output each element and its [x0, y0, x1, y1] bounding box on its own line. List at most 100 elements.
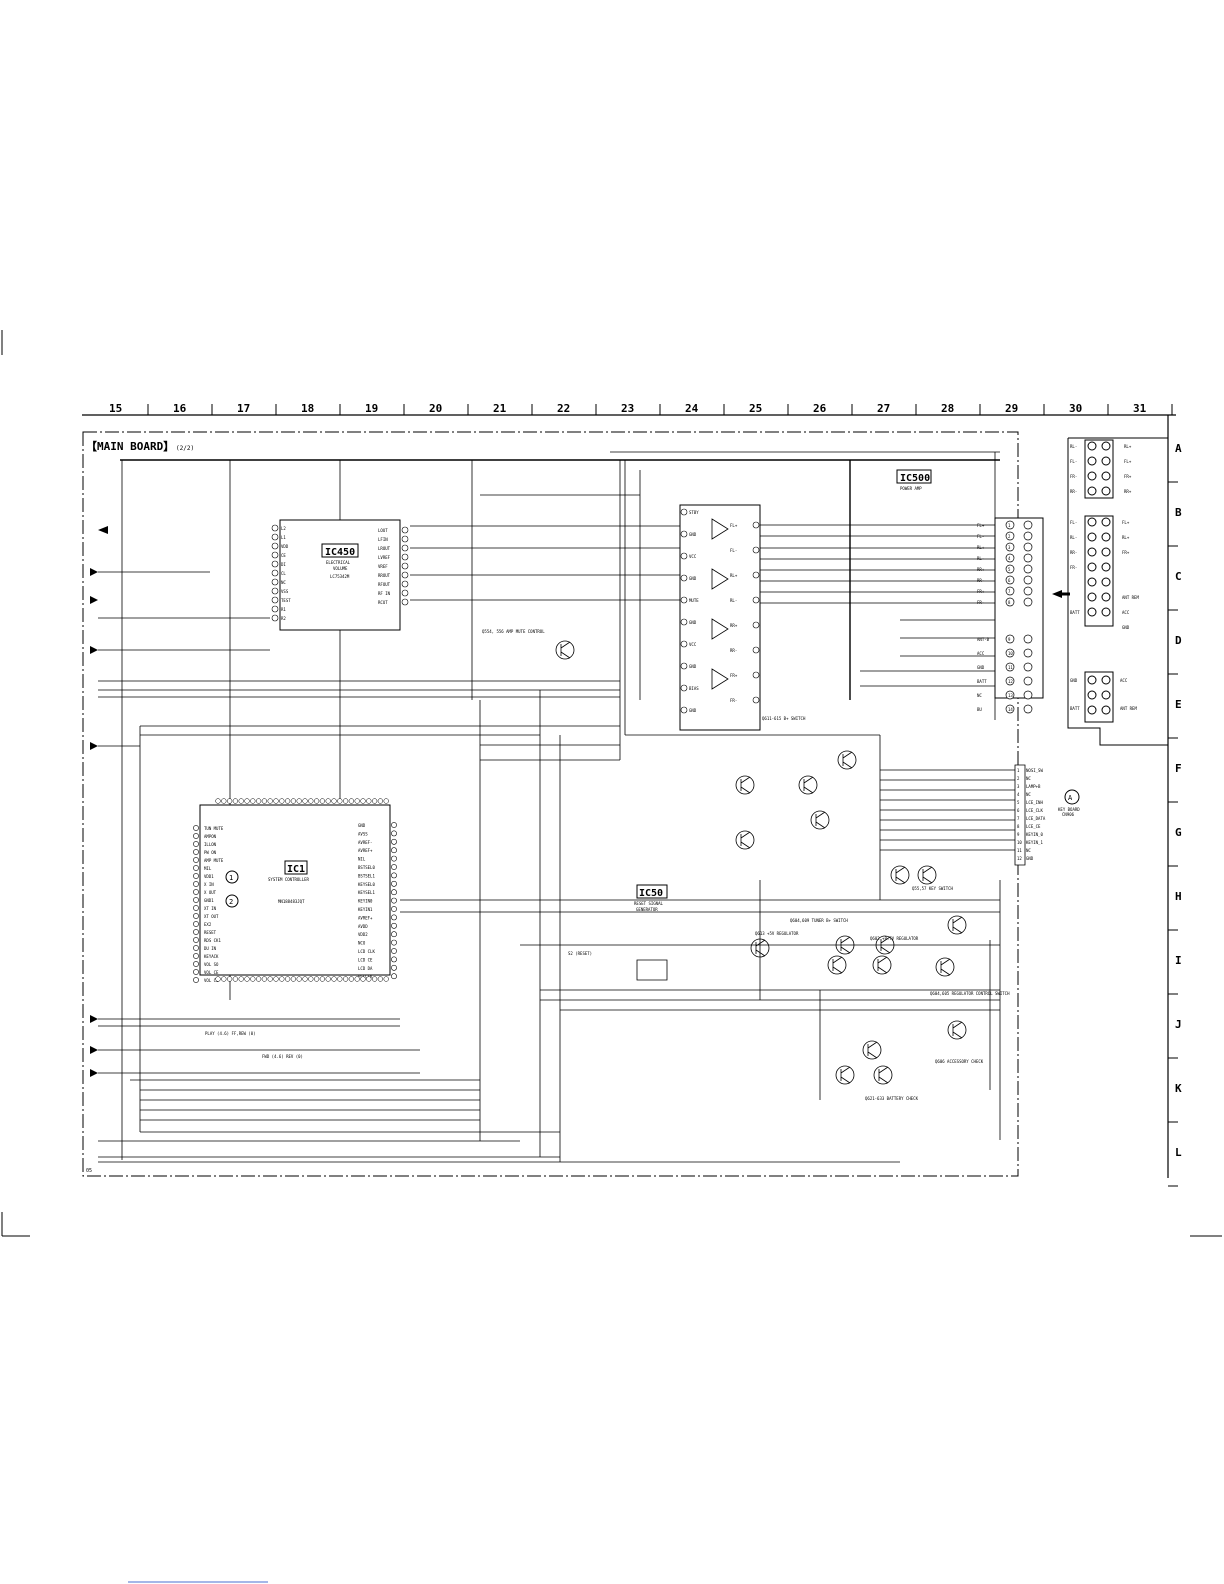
input-arrows	[90, 526, 108, 1077]
ic450-pin-label: L1	[281, 535, 286, 540]
column-label: 18	[301, 402, 314, 415]
svg-text:12: 12	[1017, 856, 1022, 861]
svg-text:2: 2	[1008, 534, 1011, 539]
row-label: H	[1175, 890, 1182, 903]
column-label: 20	[429, 402, 442, 415]
ic1-pin-label: RESET	[204, 930, 217, 935]
row-label: B	[1175, 506, 1182, 519]
svg-text:1: 1	[1008, 523, 1011, 528]
ic50-desc2: GENERATOR	[636, 907, 658, 912]
block-labels: Q554, 556 AMP MUTE CONTROL Q611-615 B+ S…	[205, 629, 1010, 1101]
cn600-pin-label: RR-	[977, 578, 984, 583]
svg-text:3: 3	[1017, 784, 1020, 789]
ic500-out-label: FL+	[730, 523, 738, 528]
board-title: 【MAIN BOARD】	[86, 440, 174, 453]
main-board-boundary	[83, 432, 1018, 1176]
ic1-pin-label: AMPON	[204, 834, 217, 839]
ic1-desc: SYSTEM CONTROLLER	[268, 877, 310, 882]
ic1-label: IC1	[287, 864, 305, 875]
key-pin-label: LCE_DATA	[1026, 816, 1046, 821]
harness-label: RR+	[1124, 489, 1132, 494]
ic450-pin-label: R2	[281, 616, 286, 621]
svg-text:1: 1	[229, 874, 233, 882]
svg-text:Q604,605 REGULATOR CONTROL SWI: Q604,605 REGULATOR CONTROL SWITCH	[930, 991, 1010, 996]
ic1-pin-label: ILLON	[204, 842, 217, 847]
ic500-out-label: FL-	[730, 548, 737, 553]
column-label: 22	[557, 402, 570, 415]
harness-label: ACC	[1120, 678, 1128, 683]
column-label: 31	[1133, 402, 1147, 415]
key-pin-label: LCE_CLK	[1026, 808, 1043, 813]
ic500-pin-label: VCC	[689, 642, 697, 647]
ic1-pin-label: BSTSEL1	[358, 873, 375, 878]
ic1-pin-label: KEYIN0	[358, 899, 373, 904]
ic450-part: LC75342M	[330, 574, 350, 579]
ic450-pin-label: RFOUT	[378, 582, 391, 587]
row-label: G	[1175, 826, 1182, 839]
column-label: 30	[1069, 402, 1082, 415]
harness-label: FR+	[1122, 550, 1130, 555]
svg-text:Q602 +8.7V REGULATOR: Q602 +8.7V REGULATOR	[870, 936, 919, 941]
row-label: I	[1175, 954, 1182, 967]
svg-text:Q621-633 BATTERY CHECK: Q621-633 BATTERY CHECK	[865, 1096, 919, 1101]
svg-text:9: 9	[1017, 832, 1020, 837]
harness-label: BATT	[1070, 706, 1080, 711]
ic1-pin-label: GND	[358, 823, 366, 828]
harness-label: ANT REM	[1120, 706, 1137, 711]
svg-text:12: 12	[1008, 679, 1013, 684]
ic500-pin-label: VCC	[689, 554, 697, 559]
harness-label: FL+	[1122, 520, 1130, 525]
circled-markers: 1 2	[226, 871, 238, 907]
ic1-pin-label: VDD2	[358, 932, 368, 937]
key-pin-label: KEYIN_0	[1026, 832, 1043, 837]
column-label: 17	[237, 402, 250, 415]
cn600-pin-label: BU	[977, 707, 982, 712]
harness-labels: RL+FL+FR+RR+RL-FL-FR-RR-FL+RL+FR+ANT REM…	[1070, 444, 1139, 711]
svg-text:7: 7	[1008, 589, 1011, 594]
key-pin-label: NC	[1026, 792, 1031, 797]
ic1-pin-label: KEYIN1	[358, 907, 373, 912]
ic50-block: IC50 RESET SIGNAL GENERATOR	[634, 885, 667, 980]
harness-label: BATT	[1070, 610, 1080, 615]
svg-text:KEY BOARD: KEY BOARD	[1058, 807, 1080, 812]
svg-text:FWD (4.6) REV (0): FWD (4.6) REV (0)	[262, 1054, 303, 1059]
svg-text:7: 7	[1017, 816, 1020, 821]
column-label: 27	[877, 402, 890, 415]
row-label: E	[1175, 698, 1182, 711]
ic450-chip: IC450 ELECTRICAL VOLUME LC75342M L2L1VDD…	[272, 520, 408, 630]
key-pin-label: NC	[1026, 776, 1031, 781]
svg-text:A: A	[1068, 794, 1073, 802]
harness-label: GND	[1122, 625, 1130, 630]
ic1-pin-label: AVREF+	[358, 848, 373, 853]
ic450-pin-label: DI	[281, 562, 286, 567]
ic500-pin-label: GND	[689, 532, 697, 537]
key-pin-label: LCE_CE	[1026, 824, 1041, 829]
ic1-pin-label: VDD1	[204, 874, 214, 879]
harness-label: FL-	[1070, 520, 1077, 525]
ic500-out-label: FR-	[730, 698, 737, 703]
ic450-pin-label: CL	[281, 571, 286, 576]
harness-label: FR-	[1070, 474, 1077, 479]
svg-text:10: 10	[1017, 840, 1022, 845]
svg-text:Q55,57 KEY SWITCH: Q55,57 KEY SWITCH	[912, 886, 954, 891]
harness-inset	[1068, 438, 1168, 745]
ic450-pin-label: VREF	[378, 564, 388, 569]
ic1-pin-label: PLLCLK	[358, 974, 373, 979]
svg-text:6: 6	[1017, 808, 1020, 813]
ic1-pin-label: AVREF+	[358, 915, 373, 920]
ic1-pin-label: X IN	[204, 882, 214, 887]
harness-label: RR-	[1070, 489, 1077, 494]
svg-text:5: 5	[1008, 567, 1011, 572]
column-label: 25	[749, 402, 762, 415]
ic500-out-label: FR+	[730, 673, 738, 678]
harness-label: GND	[1070, 678, 1078, 683]
column-label: 21	[493, 402, 507, 415]
transistors	[556, 641, 966, 1084]
ic1-pin-label: AMP MUTE	[204, 858, 224, 863]
cn600-pin-label: RL+	[977, 545, 985, 550]
row-label: F	[1175, 762, 1182, 775]
svg-text:9: 9	[1008, 637, 1011, 642]
harness-label: FR-	[1070, 565, 1077, 570]
harness-label: FR+	[1124, 474, 1132, 479]
